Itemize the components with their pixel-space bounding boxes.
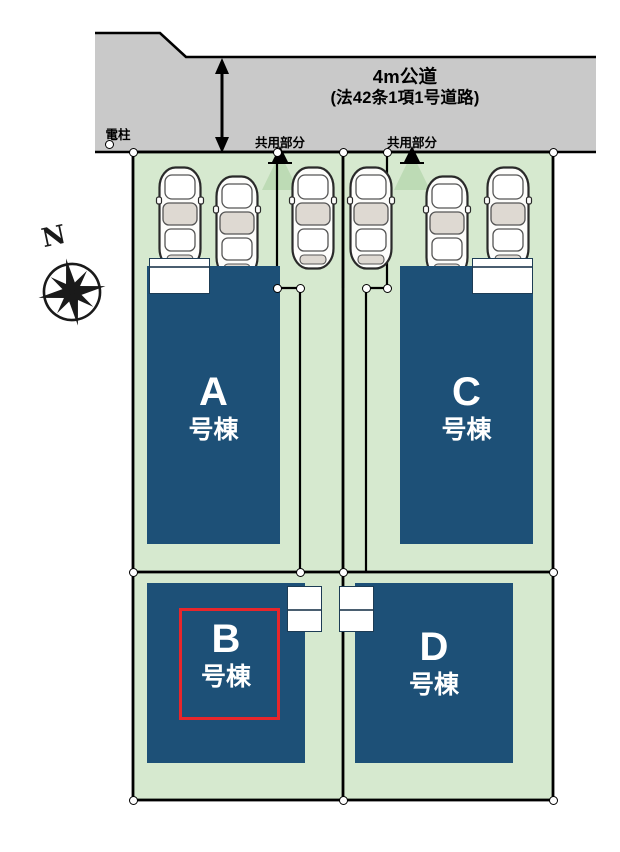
building-C[interactable]: C 号棟 — [400, 266, 533, 544]
car-6 — [483, 166, 533, 270]
road-label-line1: 4m公道 — [372, 66, 438, 87]
road-width-dimension — [215, 58, 229, 153]
building-C-letter: C — [452, 370, 481, 414]
shared-area-label-1: 共用部分 — [254, 136, 305, 150]
car-3 — [288, 166, 338, 270]
boundary-marker — [296, 568, 305, 577]
boundary-marker — [549, 796, 558, 805]
boundary-marker — [362, 284, 371, 293]
boundary-marker — [383, 284, 392, 293]
boundary-marker — [383, 148, 392, 157]
car-4 — [346, 166, 396, 270]
building-D-letter: D — [419, 625, 449, 669]
boundary-marker — [339, 148, 348, 157]
boundary-marker — [339, 796, 348, 805]
building-D-label: D 号棟 — [355, 627, 513, 698]
boundary-marker — [129, 796, 138, 805]
road-label: 4m公道 (法42条1項1号道路) — [240, 66, 570, 109]
building-A[interactable]: A 号棟 — [147, 266, 280, 544]
car-2 — [212, 175, 262, 279]
boundary-marker — [549, 148, 558, 157]
building-D-balcony — [339, 586, 374, 632]
building-C-suffix: 号棟 — [441, 416, 492, 444]
boundary-marker — [273, 148, 282, 157]
building-D-suffix: 号棟 — [408, 671, 459, 699]
building-A-letter: A — [199, 370, 228, 414]
car-5 — [422, 175, 472, 279]
building-C-balcony — [472, 258, 533, 294]
building-A-suffix: 号棟 — [188, 416, 239, 444]
building-C-label: C 号棟 — [400, 372, 533, 443]
shared-area-label-2: 共用部分 — [386, 136, 437, 150]
boundary-marker — [129, 148, 138, 157]
building-D[interactable]: D 号棟 — [355, 583, 513, 763]
boundary-marker — [296, 284, 305, 293]
boundary-marker — [129, 568, 138, 577]
building-A-label: A 号棟 — [147, 372, 280, 443]
boundary-marker — [549, 568, 558, 577]
boundary-marker — [273, 284, 282, 293]
shared-area-wedge-1 — [262, 153, 298, 190]
car-1 — [155, 166, 205, 270]
utility-pole-marker — [105, 140, 114, 149]
building-A-balcony — [149, 258, 210, 294]
building-B-highlight — [179, 608, 280, 720]
building-B-balcony — [287, 586, 322, 632]
compass-rose: N — [28, 220, 124, 332]
compass-rose-glyph — [38, 258, 106, 326]
shared-area-wedge-2 — [394, 153, 430, 190]
shared-area-arrow-2 — [400, 146, 424, 164]
boundary-marker — [339, 568, 348, 577]
road-label-line2: (法42条1項1号道路) — [330, 88, 480, 107]
utility-pole-label: 電柱 — [105, 128, 131, 142]
